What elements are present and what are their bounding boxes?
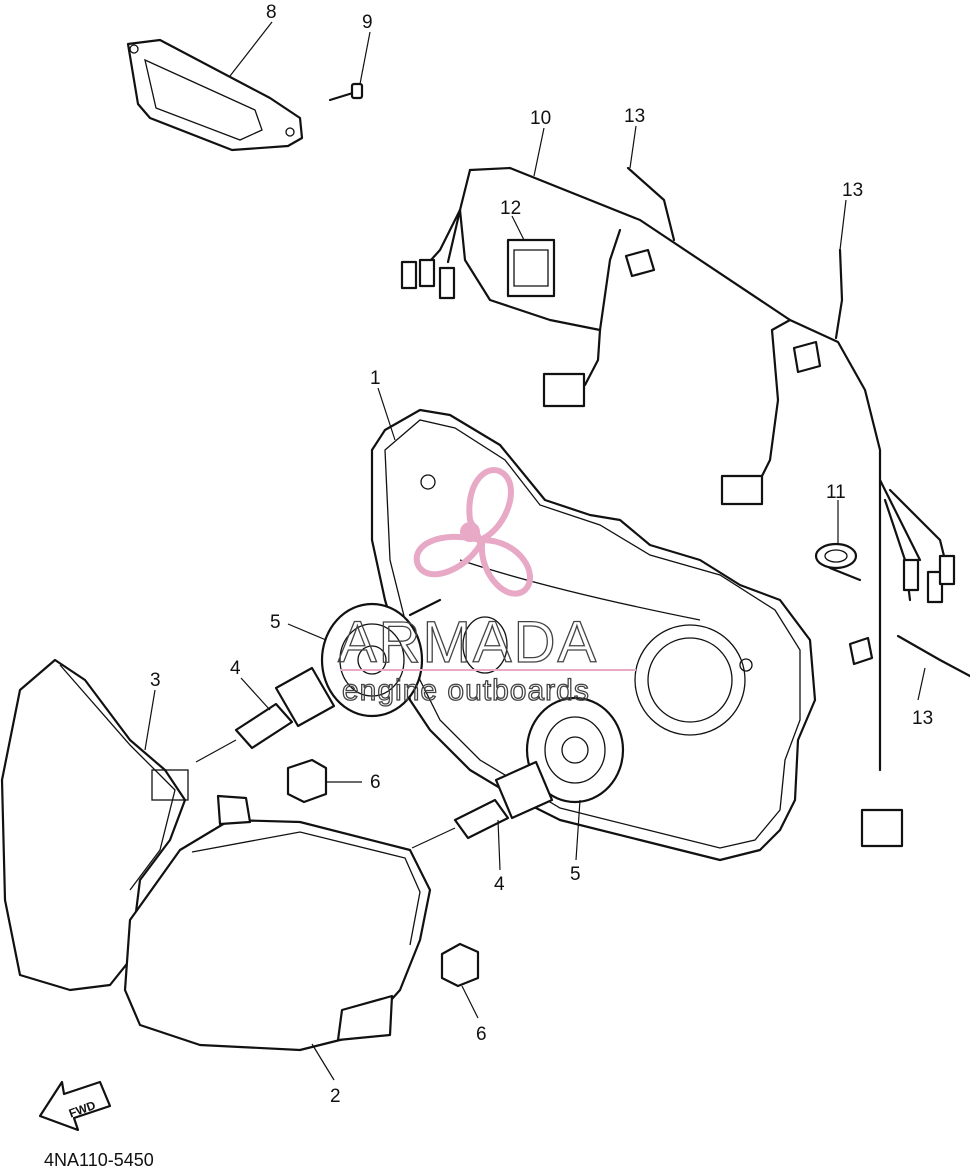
- watermark-logo: [340, 467, 636, 671]
- part-2-lens-front: [123, 794, 432, 1052]
- part-4-bulb-upper: [195, 666, 336, 763]
- callout-9: 9: [362, 12, 373, 33]
- part-10-wire-harness: [400, 166, 956, 848]
- callout-4a: 4: [230, 658, 241, 679]
- part-8-cover: [126, 38, 304, 152]
- callout-8: 8: [266, 2, 277, 23]
- callout-5a: 5: [270, 612, 281, 633]
- callout-13b: 13: [842, 180, 863, 201]
- watermark: ARMADA engine outboards: [337, 467, 636, 708]
- callout-13a: 13: [624, 106, 645, 127]
- part-1-headlight-body: [370, 408, 817, 862]
- part-5-socket-upper: [320, 598, 442, 718]
- part-5-socket-lower: [525, 696, 625, 804]
- callout-13c: 13: [912, 708, 933, 729]
- callout-3: 3: [150, 670, 161, 691]
- part-11-clamp: [814, 542, 862, 582]
- diagram-code: 4NA110-5450: [44, 1150, 154, 1170]
- part-6-grommet-lower: [440, 942, 480, 1019]
- callout-12: 12: [500, 198, 521, 219]
- part-4-bulb-lower: [411, 760, 554, 849]
- fwd-arrow: FWD: [38, 1080, 112, 1132]
- part-6-grommet-upper: [286, 758, 362, 804]
- callouts: 8 9 10 13 13 12 1 11 5 4 3 13 6 4 5 6 2: [150, 2, 933, 1107]
- watermark-tagline: engine outboards: [342, 674, 590, 707]
- part-13-tie-b: [792, 248, 844, 374]
- callout-10: 10: [530, 108, 551, 129]
- part-13-tie-a: [624, 166, 676, 278]
- callout-6a: 6: [370, 772, 381, 793]
- callout-1: 1: [370, 368, 381, 389]
- part-13-tie-c: [848, 634, 970, 678]
- part-12-coupler: [506, 238, 556, 298]
- watermark-brand: ARMADA: [338, 610, 598, 675]
- part-9-bolt: [328, 82, 364, 102]
- part-3-lens-upper: [0, 658, 189, 992]
- callout-6b: 6: [476, 1024, 487, 1045]
- callout-4b: 4: [494, 874, 505, 895]
- leader-lines: [144, 21, 926, 1081]
- callout-5b: 5: [570, 864, 581, 885]
- callout-11: 11: [826, 482, 846, 503]
- callout-2: 2: [330, 1086, 341, 1107]
